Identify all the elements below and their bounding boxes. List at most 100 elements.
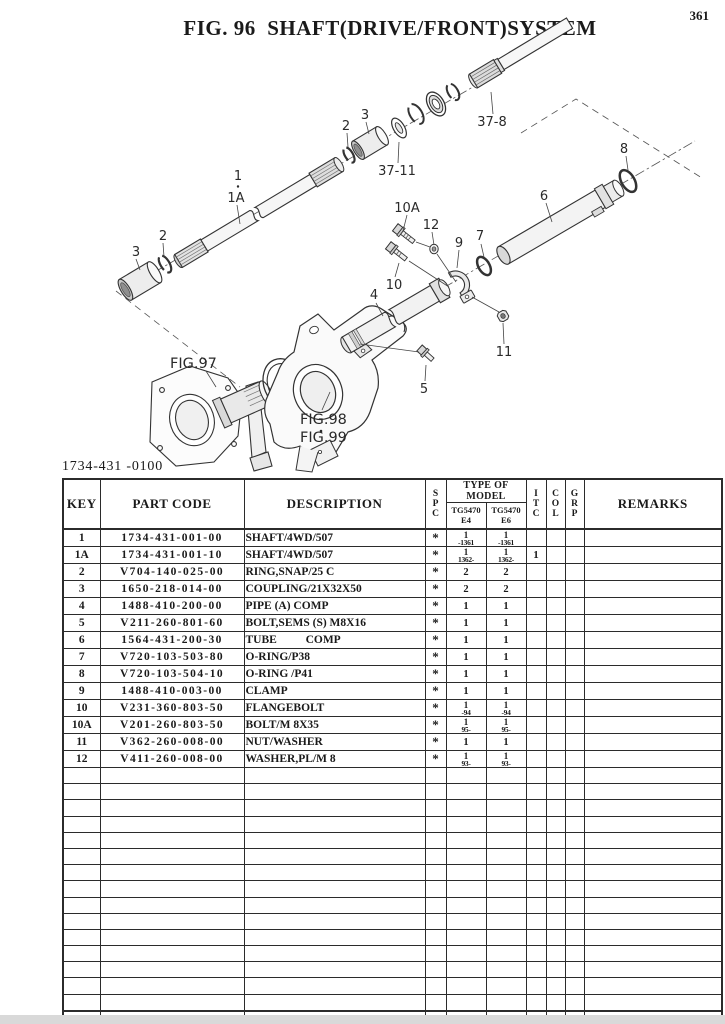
itc-cell (525, 580, 547, 598)
qty-e6-cell: 1 (485, 733, 527, 751)
empty-cell (564, 880, 585, 898)
empty-cell (243, 961, 426, 979)
empty-cell (564, 896, 585, 914)
col-cell (545, 597, 566, 615)
empty-cell (62, 831, 101, 849)
empty-cell (243, 993, 426, 1012)
part-code-cell: V231-360-803-50 (99, 699, 245, 717)
col-cell (545, 631, 566, 649)
empty-cell (445, 799, 487, 817)
col-header-col: C O L (545, 478, 566, 530)
spc-cell: * (424, 580, 447, 598)
qty-value: 1 (463, 617, 469, 629)
empty-cell (525, 847, 547, 866)
empty-cell (545, 912, 566, 930)
key-cell: 11 (62, 733, 101, 751)
qty-e4-cell: 1 (445, 733, 487, 751)
empty-cell (243, 831, 426, 849)
empty-cell (243, 928, 426, 947)
empty-cell (525, 928, 547, 947)
qty-value: 1 (463, 651, 469, 663)
empty-cell (424, 945, 447, 963)
key-cell: 9 (62, 682, 101, 700)
empty-cell (545, 783, 566, 801)
col-header-remarks: REMARKS (583, 478, 723, 530)
part-label-11: 11 (496, 345, 513, 360)
empty-cell (62, 896, 101, 914)
empty-row (62, 896, 723, 914)
empty-cell (62, 783, 101, 801)
description-cell: SHAFT/4WD/507 (243, 528, 426, 547)
spc-cell: * (424, 614, 447, 632)
leader-lines (135, 91, 629, 411)
empty-cell (99, 766, 245, 785)
fig-separator-dot (319, 429, 323, 433)
serial-range: -94 (461, 707, 471, 717)
description-cell: SHAFT/4WD/507 (243, 546, 426, 564)
serial-range: -94 (501, 707, 511, 717)
qty-e4-cell: 1 (445, 665, 487, 683)
empty-cell (424, 928, 447, 947)
qty-value: 1 (503, 699, 509, 710)
qty-value: 2 (463, 583, 469, 595)
qty-e4-cell: 1 (445, 614, 487, 632)
table-header: KEY PART CODE DESCRIPTION S P C TYPE OF … (62, 478, 723, 530)
empty-cell (564, 945, 585, 963)
qty-value: 2 (503, 566, 509, 578)
serial-range: -1361 (458, 537, 474, 547)
itc-cell (525, 699, 547, 717)
remarks-cell (583, 563, 723, 581)
key-cell: 12 (62, 750, 101, 768)
empty-cell (525, 783, 547, 801)
part-label-37-11: 37-11 (378, 164, 416, 179)
empty-cell (445, 831, 487, 849)
empty-cell (445, 880, 487, 898)
grp-cell (564, 631, 585, 649)
empty-cell (424, 993, 447, 1012)
empty-cell (445, 912, 487, 930)
qty-value: 2 (463, 566, 469, 578)
qty-value: 1 (503, 736, 509, 748)
col-cell (545, 716, 566, 734)
figure-code: 1734-431 -0100 (62, 459, 164, 474)
empty-cell (525, 831, 547, 849)
description-cell: COUPLING/21X32X50 (243, 580, 426, 598)
remarks-cell (583, 597, 723, 615)
remarks-cell (583, 750, 723, 768)
description-cell: PIPE (A) COMP (243, 597, 426, 615)
part-label-4: 4 (370, 288, 378, 303)
part-pipe-4 (340, 277, 451, 359)
empty-cell (243, 945, 426, 963)
part-tube-6 (496, 179, 625, 265)
description-cell: NUT/WASHER (243, 733, 426, 751)
parts-table: KEY PART CODE DESCRIPTION S P C TYPE OF … (62, 478, 723, 1024)
itc-cell: 1 (525, 546, 547, 564)
parts-diagram: 3 2 1 1A 2 3 37-11 37-8 6 8 10A 12 10 9 … (115, 17, 703, 473)
itc-cell (525, 733, 547, 751)
key-cell: 3 (62, 580, 101, 598)
empty-cell (525, 945, 547, 963)
empty-cell (545, 831, 566, 849)
empty-row (62, 912, 723, 930)
qty-value: 1 (503, 668, 509, 680)
part-bolt-10 (384, 241, 408, 262)
grp-cell (564, 580, 585, 598)
col-header-itc: I T C (525, 478, 547, 530)
part-coupling-top (351, 126, 389, 160)
spc-cell: * (424, 750, 447, 768)
serial-range: 95- (461, 724, 471, 734)
empty-cell (545, 977, 566, 995)
fig99-label: FIG.99 (300, 430, 347, 446)
empty-cell (424, 815, 447, 833)
description-cell: TUBE COMP (243, 631, 426, 649)
empty-row (62, 847, 723, 866)
spc-cell: * (424, 716, 447, 734)
remarks-cell (583, 546, 723, 564)
qty-value: 1 (503, 529, 509, 540)
key-cell: 10A (62, 716, 101, 734)
remarks-cell (583, 682, 723, 700)
